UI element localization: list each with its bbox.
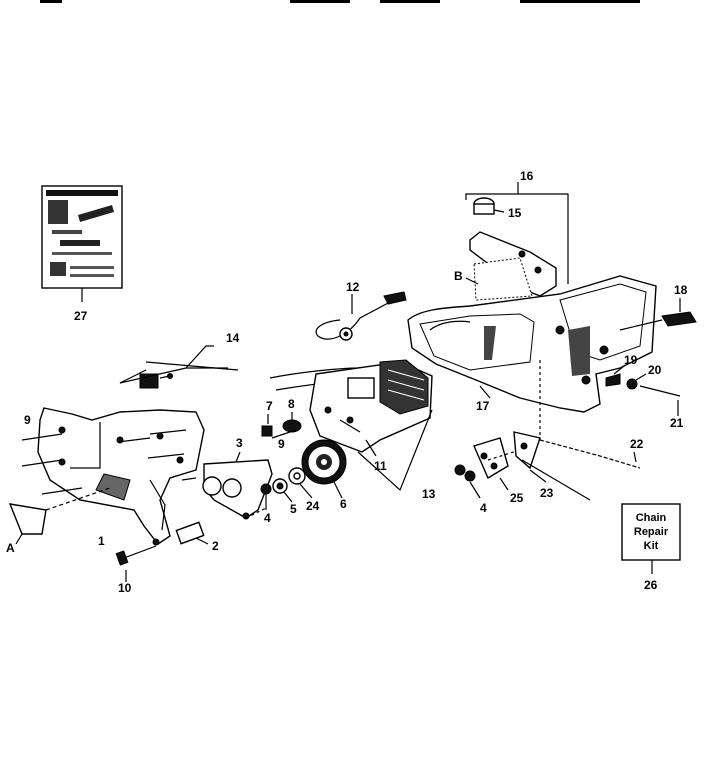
callout-14: 14 xyxy=(226,331,240,345)
callout-19: 19 xyxy=(624,353,638,367)
screw-9-center xyxy=(271,429,297,439)
callout-a: A xyxy=(6,541,15,555)
callout-21: 21 xyxy=(670,416,684,430)
callout-13: 13 xyxy=(422,487,436,501)
washer-5 xyxy=(272,478,293,503)
callout-1: 1 xyxy=(98,534,105,548)
plate-a xyxy=(8,487,111,545)
nut-19 xyxy=(605,365,625,387)
callout-22: 22 xyxy=(630,437,644,451)
callout-12: 12 xyxy=(346,280,360,294)
callout-5: 5 xyxy=(290,502,297,516)
callout-27: 27 xyxy=(74,309,88,323)
brush-set xyxy=(119,345,239,389)
power-cord-12 xyxy=(315,291,407,341)
callout-16: 16 xyxy=(520,169,534,183)
chain-22 xyxy=(539,439,641,469)
callout-b: B xyxy=(454,269,463,283)
owners-manual xyxy=(41,185,123,302)
kit-line-1: Chain xyxy=(636,512,667,524)
screw-10 xyxy=(115,545,157,582)
housing-screws xyxy=(21,429,197,495)
callout-10: 10 xyxy=(118,581,132,595)
screw-21 xyxy=(639,385,681,416)
callout-23: 23 xyxy=(540,486,554,500)
callout-labels: 1 2 3 4 4 5 6 7 8 9 9 10 11 12 13 14 15 … xyxy=(6,169,688,595)
housing-half-right xyxy=(407,275,657,440)
kit-line-3: Kit xyxy=(644,540,659,552)
handle-bracket xyxy=(465,182,569,301)
callout-9-left: 9 xyxy=(24,413,31,427)
nut-4-left xyxy=(260,483,272,510)
sleeve-2 xyxy=(175,521,209,545)
callout-6: 6 xyxy=(340,497,347,511)
housing-half-left xyxy=(37,407,205,546)
motor-assembly xyxy=(269,359,433,492)
cropped-header-marks xyxy=(40,0,640,3)
callout-7: 7 xyxy=(266,399,273,413)
clip-18 xyxy=(619,298,697,331)
callout-4-right: 4 xyxy=(480,501,487,515)
sprocket-6 xyxy=(301,439,347,499)
bracket-plate-3 xyxy=(202,451,273,520)
callout-8: 8 xyxy=(288,397,295,411)
clip-7 xyxy=(261,414,273,437)
washer-24 xyxy=(288,467,313,499)
callout-11: 11 xyxy=(374,459,387,473)
chain-tensioner-25 xyxy=(473,437,521,491)
callout-3: 3 xyxy=(236,436,243,450)
washer-20 xyxy=(626,373,647,390)
callout-17: 17 xyxy=(476,399,490,413)
kit-line-2: Repair xyxy=(634,526,669,538)
callout-15: 15 xyxy=(508,206,522,220)
callout-18: 18 xyxy=(674,283,688,297)
bar-plate-23 xyxy=(513,431,591,501)
spring-8 xyxy=(282,412,302,433)
nut-4-right xyxy=(454,464,481,499)
callout-24: 24 xyxy=(306,499,320,513)
callout-20: 20 xyxy=(648,363,662,377)
callout-9-center: 9 xyxy=(278,437,285,451)
chain-repair-kit-box: Chain Repair Kit xyxy=(621,503,681,574)
callout-4-left: 4 xyxy=(264,511,271,525)
callout-26: 26 xyxy=(644,578,658,592)
callout-2: 2 xyxy=(212,539,219,553)
callout-25: 25 xyxy=(510,491,524,505)
